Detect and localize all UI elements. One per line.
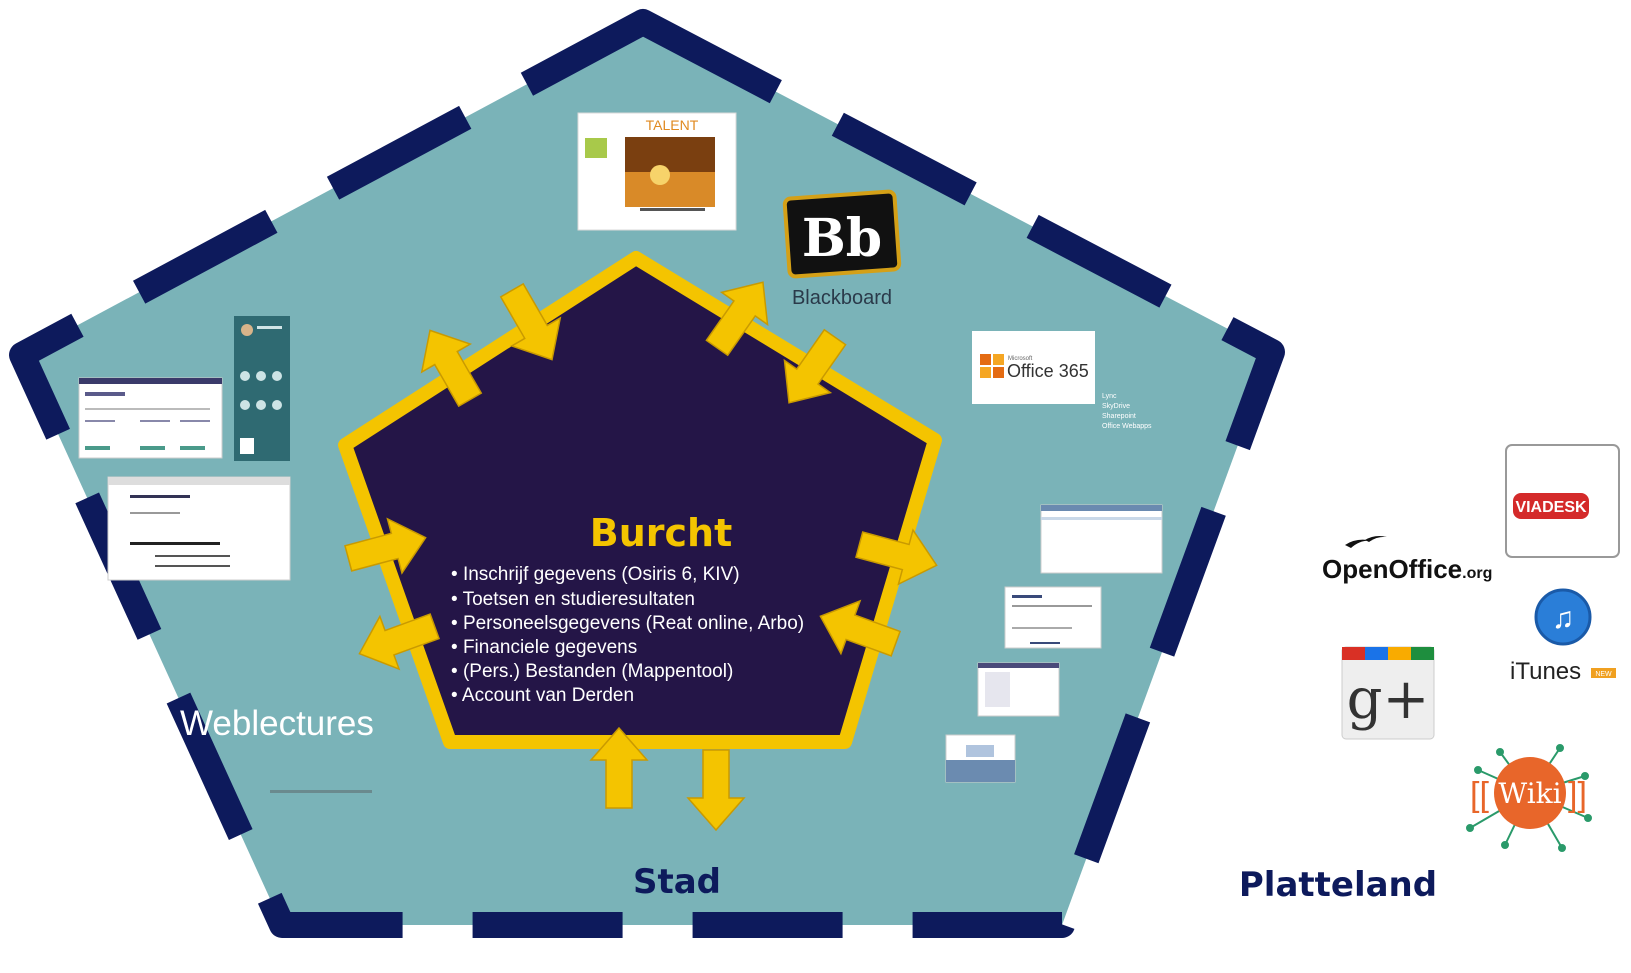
itunes-logo[interactable]: ♫ iTunes NEW bbox=[1510, 588, 1616, 685]
arrow-in-right bbox=[819, 599, 901, 657]
arrow-in-left bbox=[344, 517, 427, 575]
arrow-in-upper-right bbox=[783, 328, 847, 404]
platteland-label: Platteland bbox=[1239, 865, 1437, 905]
blackboard-logo[interactable]: Bb bbox=[782, 189, 902, 279]
wiki-bracket-right: ]] bbox=[1568, 776, 1587, 814]
burcht-item: • (Pers.) Bestanden (Mappentool) bbox=[451, 661, 733, 682]
left-screenshot-3[interactable] bbox=[107, 476, 291, 581]
office-note: Office Webapps bbox=[1102, 423, 1152, 430]
arrow-out-bottom bbox=[686, 749, 746, 832]
openoffice-text: OpenOffice.org bbox=[1322, 554, 1492, 584]
burcht-item: • Account van Derden bbox=[451, 685, 634, 706]
talent-title: TALENT bbox=[646, 117, 699, 133]
openoffice-logo[interactable]: OpenOffice.org bbox=[1322, 536, 1492, 584]
arrow-in-upper-left bbox=[499, 282, 562, 361]
right-screenshot-2[interactable] bbox=[1004, 586, 1102, 649]
right-screenshot-3[interactable] bbox=[977, 662, 1060, 717]
arrow-out-upper-right bbox=[705, 281, 769, 357]
office-name-text: Office 365 bbox=[1007, 361, 1089, 381]
burcht-item: • Financiele gegevens bbox=[451, 637, 637, 658]
burcht-item: • Inschrijf gegevens (Osiris 6, KIV) bbox=[451, 564, 740, 585]
arrow-out-right bbox=[855, 528, 938, 586]
viadesk-text: VIADESK bbox=[1515, 499, 1587, 516]
office365-logo[interactable]: Microsoft Office 365 bbox=[972, 331, 1095, 404]
itunes-text: iTunes bbox=[1510, 658, 1581, 685]
arrow-out-left bbox=[358, 613, 440, 671]
viadesk-logo[interactable]: VIADESK bbox=[1505, 444, 1620, 558]
weblectures-label: Weblectures bbox=[180, 704, 374, 743]
gplus-text: g+ bbox=[1347, 667, 1430, 732]
left-screenshot-1[interactable] bbox=[78, 377, 223, 459]
office-notes: Lync SkyDrive Sharepoint Office Webapps bbox=[1102, 393, 1152, 430]
arrow-in-bottom bbox=[589, 726, 649, 809]
office-note: Sharepoint bbox=[1102, 413, 1136, 420]
stad-label: Stad bbox=[633, 862, 721, 902]
itunes-new-badge bbox=[1591, 668, 1616, 678]
burcht-item: • Personeelsgegevens (Reat online, Arbo) bbox=[451, 613, 804, 634]
right-screenshot-4[interactable] bbox=[945, 734, 1016, 783]
right-screenshot-1[interactable] bbox=[1040, 504, 1163, 574]
weblectures-caption-line bbox=[270, 790, 372, 793]
blackboard-logo-text: Bb bbox=[802, 208, 882, 269]
music-note-icon: ♫ bbox=[1552, 602, 1575, 635]
google-plus-logo[interactable]: g+ bbox=[1341, 646, 1435, 740]
wiki-text: Wiki bbox=[1498, 777, 1561, 810]
office-note: SkyDrive bbox=[1102, 403, 1130, 410]
wiki-logo[interactable]: [[ ]] Wiki bbox=[1466, 744, 1592, 852]
talent-thumbnail[interactable]: TALENT bbox=[577, 112, 737, 231]
gate-arrows bbox=[344, 281, 938, 832]
blackboard-label: Blackboard bbox=[792, 287, 892, 309]
office-note: Lync bbox=[1102, 393, 1117, 400]
arrow-out-upper-left bbox=[420, 329, 483, 408]
burcht-list: • Inschrijf gegevens (Osiris 6, KIV) • T… bbox=[451, 564, 804, 706]
burcht-item: • Toetsen en studieresultaten bbox=[451, 589, 695, 610]
wiki-bracket-left: [[ bbox=[1470, 776, 1489, 814]
office-small-text: Microsoft bbox=[1008, 356, 1033, 362]
left-screenshot-2[interactable] bbox=[234, 316, 290, 461]
itunes-icon bbox=[1534, 588, 1592, 646]
itunes-badge-text: NEW bbox=[1595, 671, 1612, 678]
burcht-title: Burcht bbox=[590, 511, 733, 555]
